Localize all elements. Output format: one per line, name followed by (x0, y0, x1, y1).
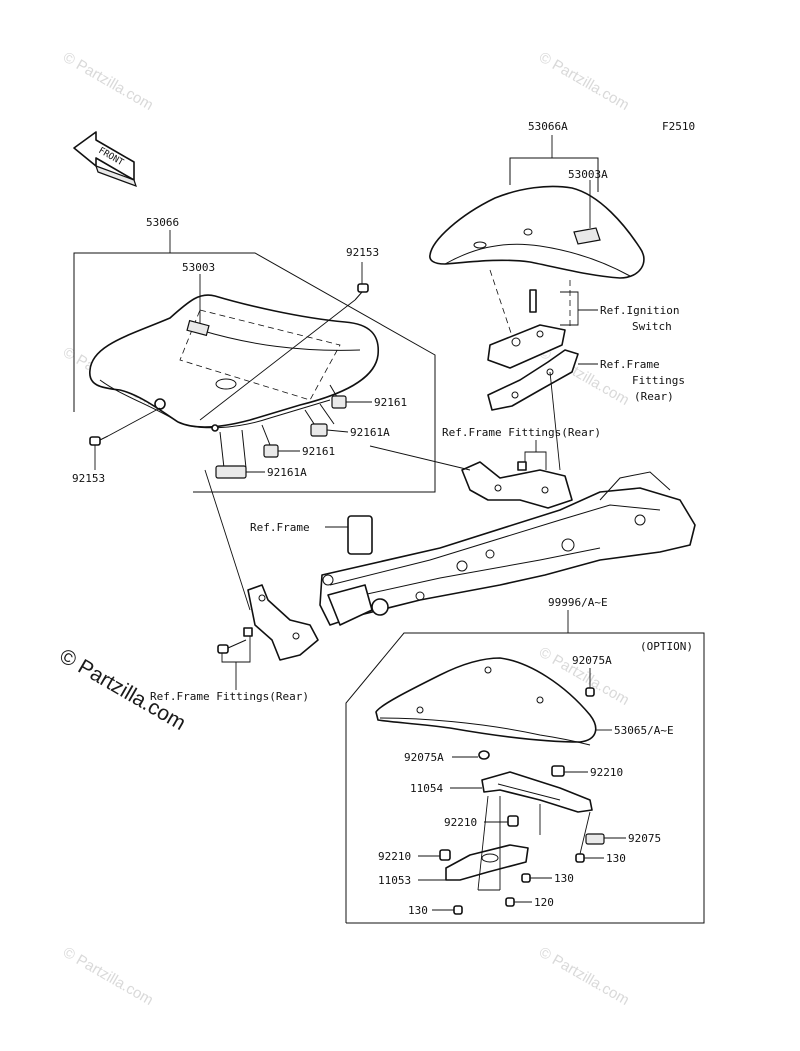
label-ref-frame: Ref.Frame (250, 521, 310, 534)
nut-92210-right (551, 765, 565, 777)
label-99996: 99996/A~E (548, 596, 608, 609)
label-ref-frame-fittings-rear-mid: Ref.Frame Fittings(Rear) (442, 426, 601, 439)
bracket-11053 (445, 844, 529, 881)
bolt-130-right (575, 853, 585, 863)
rear-seat-assembly: 53066A 53003A (429, 120, 645, 346)
label-92075A-mid: 92075A (404, 751, 444, 764)
frame-fittings-rear-middle: Ref.Frame Fittings(Rear) (369, 426, 601, 509)
bolt-130-left (453, 905, 463, 915)
label-option: (OPTION) (640, 640, 693, 653)
label-120: 120 (534, 896, 554, 909)
label-ref-ignition-1: Ref.Ignition (600, 304, 679, 317)
watermark-top-left: © Partzilla.com (60, 49, 156, 114)
frame-mount-block (347, 515, 373, 555)
ignition-switch-bracket: Ref.Ignition Switch (487, 289, 679, 369)
front-arrow-icon: FRONT (73, 131, 137, 187)
label-53003-text: 53003 (182, 261, 215, 274)
option-cover-assembly: 99996/A~E (OPTION) 53065/A~E 92075A 9207… (345, 596, 705, 924)
frame-fittings-rear-lower: Ref.Frame Fittings(Rear) (150, 469, 319, 703)
leader-frame-upper (549, 371, 561, 471)
rear-frame: Ref.Frame (250, 471, 696, 626)
seat-group-box (73, 252, 436, 493)
front-seat-assembly: 53066 53003 92153 92153 92161 92161A 921… (72, 216, 436, 493)
nut-92210-left (439, 849, 451, 861)
bolt-92153-top (354, 283, 369, 301)
bolt-92075A-top (585, 687, 595, 697)
watermark-bottom-left: © Partzilla.com (60, 944, 156, 1009)
label-92161-b: 92161 (302, 445, 335, 458)
label-ref-frame-fit-3: (Rear) (634, 390, 674, 403)
label-53066: 53066 (146, 216, 179, 229)
watermark-top-right: © Partzilla.com (536, 49, 632, 114)
option-box (345, 632, 705, 924)
label-92161A-b: 92161A (267, 466, 307, 479)
label-92210-right: 92210 (590, 766, 623, 779)
rear-seat-bracket (509, 157, 599, 192)
label-11054: 11054 (410, 782, 443, 795)
bolt-92153-bottom (89, 435, 109, 446)
label-53003 (186, 319, 210, 337)
label-ref-ignition-2: Switch (632, 320, 672, 333)
label-130-right: 130 (606, 852, 626, 865)
bracket-11054 (481, 771, 593, 813)
label-53003A-text: 53003A (568, 168, 608, 181)
label-92161A-a: 92161A (350, 426, 390, 439)
rear-seat-53066A (429, 185, 645, 279)
label-ref-frame-fit-1: Ref.Frame (600, 358, 660, 371)
label-53065: 53065/A~E (614, 724, 674, 737)
label-53003A (573, 227, 601, 245)
damper-92161A-a (310, 423, 328, 437)
label-92153-bottom: 92153 (72, 472, 105, 485)
label-ref-frame-fit-2: Fittings (632, 374, 685, 387)
damper-92161A-b (215, 465, 247, 479)
grommet-92075A (478, 750, 490, 760)
label-92153-top: 92153 (346, 246, 379, 259)
bolt-120 (505, 897, 515, 907)
label-53066A: 53066A (528, 120, 568, 133)
label-92161-a: 92161 (374, 396, 407, 409)
figure-code: F2510 (662, 120, 695, 133)
seat-cover-53065 (375, 657, 597, 743)
label-92210-middle: 92210 (444, 816, 477, 829)
damper-92161-b (263, 444, 279, 458)
label-130-middle: 130 (554, 872, 574, 885)
label-11053: 11053 (378, 874, 411, 887)
pad-92075 (585, 833, 605, 845)
label-130-left: 130 (408, 904, 428, 917)
nut-92210-middle (507, 815, 519, 827)
watermark-bottom-right: © Partzilla.com (536, 944, 632, 1009)
label-92075A-top: 92075A (572, 654, 612, 667)
bolt-130-middle (521, 873, 531, 883)
front-seat-53066 (89, 294, 379, 428)
damper-92161-a (331, 395, 347, 409)
label-92210-left: 92210 (378, 850, 411, 863)
label-92075: 92075 (628, 832, 661, 845)
label-ref-frame-fittings-rear-low: Ref.Frame Fittings(Rear) (150, 690, 309, 703)
